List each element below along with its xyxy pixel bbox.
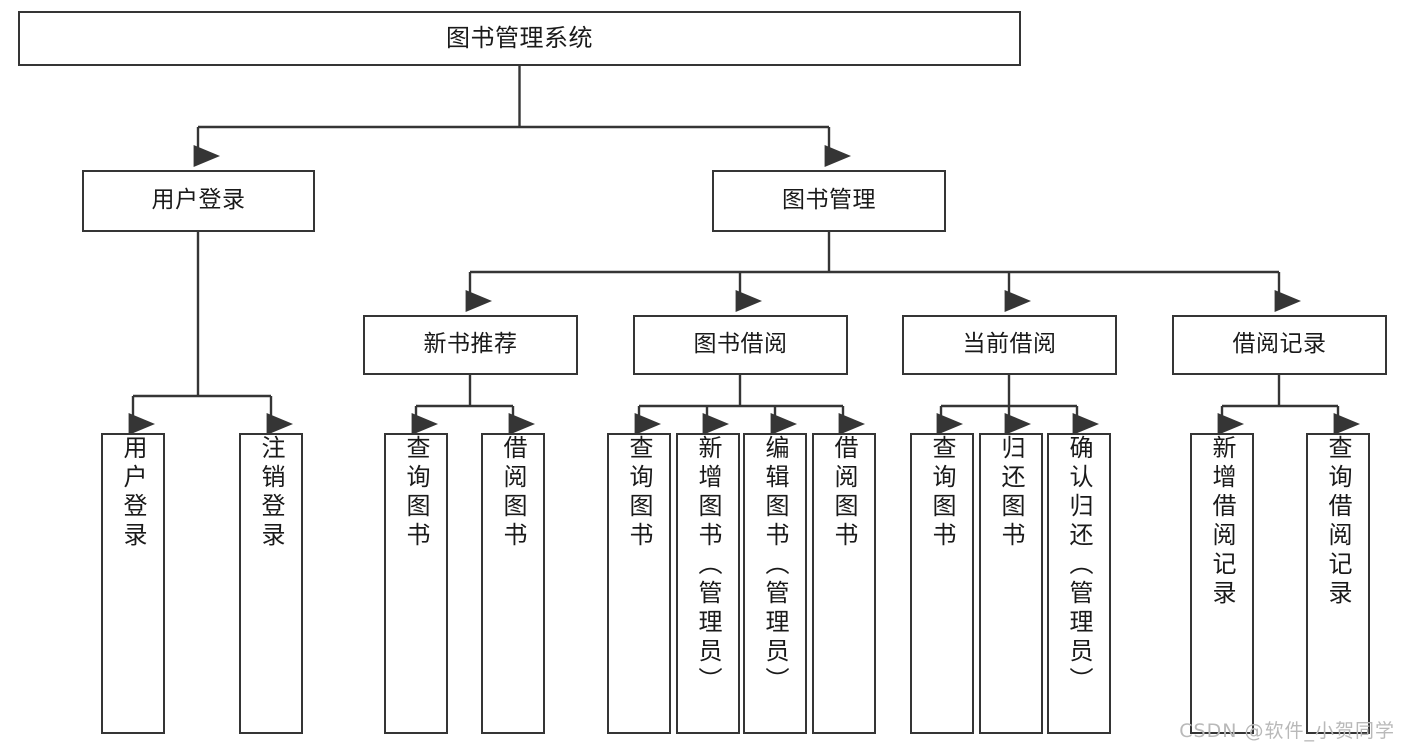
leaf-current-borrow-query[interactable]: 查询图书: [910, 433, 974, 734]
node-label: 用户登录: [119, 435, 147, 551]
node-label: 图书管理: [782, 187, 876, 214]
leaf-current-borrow-confirm-return[interactable]: 确认归还（管理员）: [1047, 433, 1111, 734]
node-label: 借阅图书: [499, 435, 527, 551]
node-label: 新增借阅记录: [1208, 435, 1236, 609]
node-label: 查询借阅记录: [1324, 435, 1352, 609]
node-label: 新书推荐: [423, 331, 518, 358]
connector-bookmgmt-to-level3: [465, 232, 1301, 312]
node-user-login[interactable]: 用户登录: [82, 170, 315, 232]
leaf-user-login-logout[interactable]: 注销登录: [239, 433, 303, 734]
leaf-current-borrow-return[interactable]: 归还图书: [979, 433, 1043, 734]
node-label: 新增图书（管理员）: [694, 435, 722, 696]
leaf-borrow-record-add[interactable]: 新增借阅记录: [1190, 433, 1254, 734]
node-book-management[interactable]: 图书管理: [712, 170, 946, 232]
node-label: 编辑图书（管理员）: [761, 435, 789, 696]
node-label: 借阅图书: [830, 435, 858, 551]
connector-newbook-to-leaves: [411, 375, 535, 435]
connector-bookborrow-to-leaves: [634, 375, 865, 435]
leaf-user-login-login[interactable]: 用户登录: [101, 433, 165, 734]
node-new-book-recommend[interactable]: 新书推荐: [363, 315, 578, 375]
leaf-book-borrow-edit[interactable]: 编辑图书（管理员）: [743, 433, 807, 734]
node-label: 查询图书: [928, 435, 956, 551]
leaf-book-borrow-add[interactable]: 新增图书（管理员）: [676, 433, 740, 734]
node-root-library-system[interactable]: 图书管理系统: [18, 11, 1021, 66]
connector-root-to-level2: [193, 66, 851, 168]
node-label: 确认归还（管理员）: [1065, 435, 1093, 696]
node-label: 借阅记录: [1232, 331, 1327, 358]
connector-userlogin-to-leaves: [128, 232, 293, 435]
leaf-book-borrow-query[interactable]: 查询图书: [607, 433, 671, 734]
node-borrow-records[interactable]: 借阅记录: [1172, 315, 1387, 375]
node-current-borrow[interactable]: 当前借阅: [902, 315, 1117, 375]
connector-borrowrecord-to-leaves: [1217, 375, 1360, 435]
csdn-watermark: CSDN @软件_小贺同学: [1179, 720, 1395, 742]
node-book-borrow[interactable]: 图书借阅: [633, 315, 848, 375]
node-label: 图书借阅: [693, 331, 788, 358]
leaf-new-book-query[interactable]: 查询图书: [384, 433, 448, 734]
node-label: 查询图书: [625, 435, 653, 551]
node-label: 当前借阅: [962, 331, 1057, 358]
node-label: 查询图书: [402, 435, 430, 551]
node-label: 用户登录: [151, 187, 246, 214]
node-label: 图书管理系统: [446, 24, 593, 53]
leaf-new-book-borrow[interactable]: 借阅图书: [481, 433, 545, 734]
node-label: 注销登录: [257, 435, 285, 551]
connector-currentborrow-to-leaves: [936, 375, 1099, 435]
leaf-borrow-record-query[interactable]: 查询借阅记录: [1306, 433, 1370, 734]
leaf-book-borrow-borrow[interactable]: 借阅图书: [812, 433, 876, 734]
node-label: 归还图书: [997, 435, 1025, 551]
